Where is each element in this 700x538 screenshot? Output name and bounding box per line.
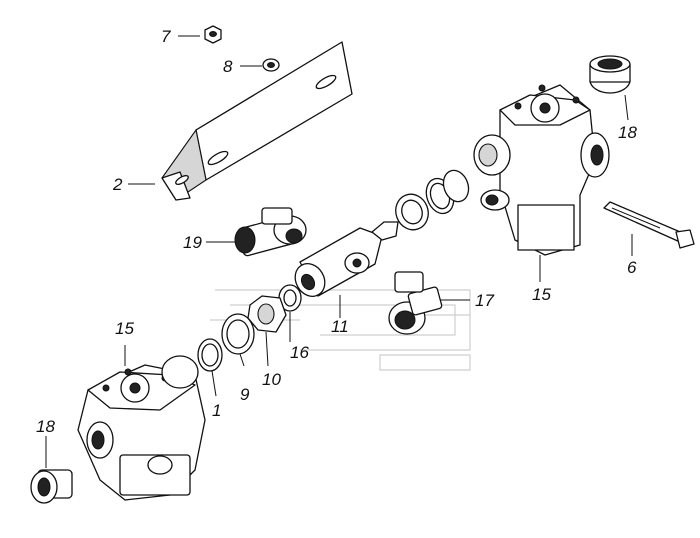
part-seal-set-upper (395, 169, 470, 231)
part-11-banjo-pipe (294, 221, 399, 318)
label-1: 1 (212, 401, 221, 420)
label-17: 17 (475, 291, 494, 310)
part-18-fitting-bottom (30, 436, 73, 504)
label-8: 8 (223, 57, 233, 76)
label-6: 6 (627, 258, 637, 277)
part-1-seal-ring (197, 338, 223, 397)
part-15-valve-top (473, 84, 610, 280)
part-6-bolt (603, 201, 695, 249)
label-9: 9 (240, 385, 250, 404)
part-15-valve-bottom (77, 345, 206, 501)
label-18-bottom: 18 (36, 417, 55, 436)
part-18-fitting-top (589, 55, 631, 94)
label-10: 10 (262, 370, 281, 389)
label-15-bottom: 15 (115, 319, 134, 338)
part-8-washer (262, 58, 280, 72)
part-17-fitting (388, 271, 470, 335)
part-16-ring (278, 284, 302, 342)
part-7-nut (204, 25, 222, 44)
label-19: 19 (183, 233, 202, 252)
label-16: 16 (290, 343, 309, 362)
label-15-top: 15 (532, 285, 551, 304)
label-18-top: 18 (618, 123, 637, 142)
label-2: 2 (112, 175, 123, 194)
part-19-elbow-fitting (234, 207, 307, 257)
label-11: 11 (331, 317, 349, 336)
part-9-washer (221, 313, 255, 367)
leader-18-top (624, 94, 629, 121)
part-2-bracket (161, 41, 353, 201)
label-7: 7 (161, 27, 171, 46)
